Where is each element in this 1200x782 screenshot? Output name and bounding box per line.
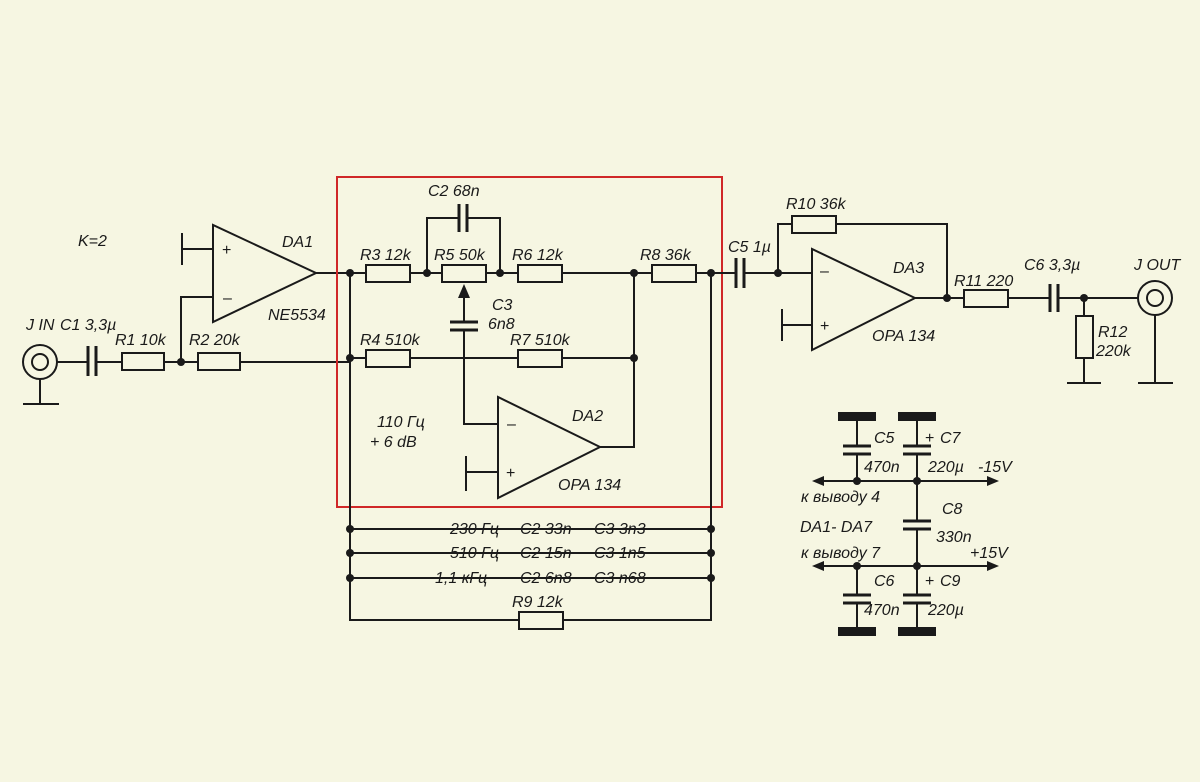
variant-2-freq: 510 Гц [450,545,499,562]
c3-name: C3 [492,297,513,314]
r5-wiper-arrow [458,284,470,298]
psu-c9-name: C9 [940,573,961,590]
c5-capacitor [734,258,746,288]
psu-pin7-label: к выводу 7 [801,545,881,562]
psu-c6-name: C6 [874,573,895,590]
psu-c8-name: C8 [942,501,963,518]
da1-type: NE5534 [268,307,326,324]
psu-c5-value: 470n [864,459,900,476]
da3-type: OPA 134 [872,328,935,345]
r7-label: R7 510k [510,332,571,349]
block-gain: + 6 dB [370,434,417,451]
psu-neg-voltage: -15V [978,459,1013,476]
da3-plus-sign: + [820,318,829,335]
r11-resistor [963,289,1009,308]
output-jack [1137,280,1173,384]
r8-resistor [651,264,697,283]
input-jack [22,344,59,405]
variant-2-c2: C2 15n [520,545,572,562]
gain-note: K=2 [78,233,107,250]
psu-c9-value: 220µ [927,602,964,619]
r6-label: R6 12k [512,247,564,264]
variant-1-c2: C2 33n [520,521,572,538]
r1-resistor [121,352,165,371]
output-label: J OUT [1133,257,1181,274]
r2-label: R2 20k [189,332,241,349]
filter-block-frame [336,176,723,508]
da1-minus-sign: – [223,290,232,307]
r12-name: R12 [1098,324,1127,341]
psu-pos-voltage: +15V [970,545,1009,562]
r4-label: R4 510k [360,332,421,349]
psu-ic-range: DA1- DA7 [800,519,873,536]
psu-c7-value: 220µ [927,459,964,476]
psu-c9-plus: + [925,573,934,590]
c1-label: C1 3,3µ [60,317,116,334]
c3-capacitor [450,320,478,332]
da2-minus-sign: – [507,416,516,433]
r4-resistor [365,349,411,368]
r7-resistor [517,349,563,368]
r2-resistor [197,352,241,371]
r3-resistor [365,264,411,283]
variant-2-c3: C3 1n5 [594,545,646,562]
r3-label: R3 12k [360,247,412,264]
power-decoupling [812,412,999,636]
da2-type: OPA 134 [558,477,621,494]
da2-plus-sign: + [506,465,515,482]
da1-name: DA1 [282,234,313,251]
da2-opamp: – + [465,395,603,500]
da1-opamp: + – [181,223,319,324]
psu-c6-value: 470n [864,602,900,619]
psu-c7-name: C7 [940,430,962,447]
r5-potentiometer [441,264,487,283]
r12-resistor [1075,315,1094,359]
da3-opamp: – + [781,247,918,352]
block-freq: 110 Гц [377,414,425,431]
r9-label: R9 12k [512,594,564,611]
c2-label: C2 68n [428,183,480,200]
r10-label: R10 36k [786,196,847,213]
r12-value: 220k [1095,343,1132,360]
da3-minus-sign: – [820,263,829,280]
c3-value: 6n8 [488,316,515,333]
c1-capacitor [86,346,98,376]
r1-label: R1 10k [115,332,167,349]
c6-output-capacitor [1048,284,1060,312]
psu-c5-name: C5 [874,430,895,447]
variant-1-freq: 230 Гц [449,521,499,538]
psu-c7-plus: + [925,430,934,447]
variant-3-c3: C3 n68 [594,570,646,587]
variant-1-c3: C3 3n3 [594,521,646,538]
r11-label: R11 220 [954,273,1013,290]
psu-c8-value: 330n [936,529,972,546]
da3-name: DA3 [893,260,924,277]
filter-junctions [346,269,715,582]
r6-resistor [517,264,563,283]
da1-plus-sign: + [222,242,231,259]
r9-resistor [518,611,564,630]
variant-3-freq: 1,1 кГц [435,570,487,587]
input-label: J IN [25,317,55,334]
psu-pin4-label: к выводу 4 [801,489,880,506]
r5-label: R5 50k [434,247,486,264]
variant-3-c2: C2 6n8 [520,570,572,587]
da2-name: DA2 [572,408,603,425]
c2-capacitor [457,204,469,232]
r8-label: R8 36k [640,247,692,264]
r10-resistor [791,215,837,234]
c6-output-label: C6 3,3µ [1024,257,1080,274]
c5-label: C5 1µ [728,239,771,256]
